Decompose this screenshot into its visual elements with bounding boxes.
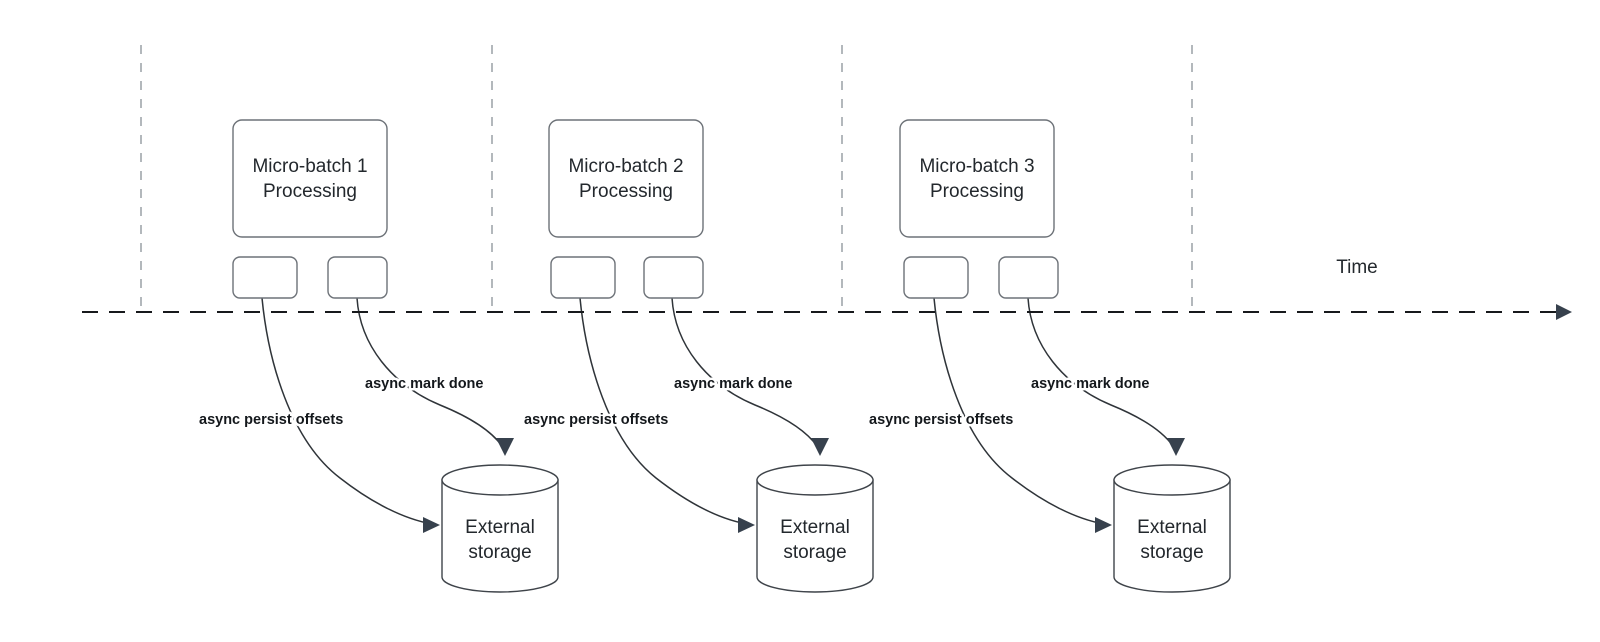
async-persist-offsets-1-curve — [261, 297, 433, 525]
time-axis-label: Time — [1336, 257, 1378, 278]
external-storage-3-body[interactable] — [1113, 479, 1231, 593]
async-persist-offsets-3-arrow-icon — [1095, 517, 1112, 533]
micro-batch-3-task-b[interactable] — [998, 256, 1059, 299]
async-mark-done-1-arrow-icon — [496, 438, 514, 456]
external-storage-2-line1: External — [780, 517, 850, 538]
edge-label-group: async persist offsets async persist offse… — [197, 374, 1152, 431]
external-storage-1-body[interactable] — [441, 479, 559, 593]
micro-batch-1-processing[interactable] — [232, 119, 388, 238]
external-storage-3-top — [1113, 464, 1231, 496]
timeline-axis-group: Time — [82, 257, 1572, 320]
external-storage-2-body[interactable] — [756, 479, 874, 593]
async-persist-offsets-2-label: async persist offsets — [524, 412, 668, 428]
async-persist-offsets-2-curve — [579, 297, 748, 525]
async-persist-offsets-1-label-halo: async persist offsets — [199, 412, 343, 428]
external-storage-1-top — [441, 464, 559, 496]
async-mark-done-1-curve — [356, 297, 503, 447]
micro-batch-2-task-a[interactable] — [550, 256, 616, 299]
async-persist-offsets-3-curve — [933, 297, 1105, 525]
micro-batch-3-processing-line1: Micro-batch 3 — [919, 156, 1034, 177]
micro-batch-3-processing[interactable] — [899, 119, 1055, 238]
async-mark-done-3-label-halo: async mark done — [1031, 376, 1149, 392]
micro-batch-1-processing-line2: Processing — [263, 181, 357, 202]
phase-separator-group — [140, 45, 1193, 315]
flow-edge-group — [261, 297, 1185, 533]
micro-batch-2-processing-line2: Processing — [579, 181, 673, 202]
micro-batch-3-processing-line2: Processing — [930, 181, 1024, 202]
async-persist-offsets-1-label: async persist offsets — [199, 412, 343, 428]
async-mark-done-2-label: async mark done — [674, 376, 792, 392]
micro-batch-1-task-a[interactable] — [232, 256, 298, 299]
micro-batch-2-processing-line1: Micro-batch 2 — [568, 156, 683, 177]
async-mark-done-1-label-halo: async mark done — [365, 376, 483, 392]
async-mark-done-2-curve — [671, 297, 818, 447]
async-persist-offsets-1-arrow-icon — [423, 517, 440, 533]
async-mark-done-2-arrow-icon — [811, 438, 829, 456]
async-mark-done-3-arrow-icon — [1167, 438, 1185, 456]
micro-batch-2-task-b[interactable] — [643, 256, 704, 299]
micro-batch-3-task-a[interactable] — [903, 256, 969, 299]
async-persist-offsets-3-label-halo: async persist offsets — [869, 412, 1013, 428]
external-storage-1-line2: storage — [468, 542, 531, 563]
timeline-arrow-icon — [1556, 304, 1572, 320]
async-persist-offsets-2-label-halo: async persist offsets — [524, 412, 668, 428]
micro-batch-2-processing[interactable] — [548, 119, 704, 238]
async-mark-done-2-label-halo: async mark done — [674, 376, 792, 392]
async-mark-done-3-label: async mark done — [1031, 376, 1149, 392]
external-storage-1-line1: External — [465, 517, 535, 538]
micro-batch-1-processing-line1: Micro-batch 1 — [252, 156, 367, 177]
async-persist-offsets-3-label: async persist offsets — [869, 412, 1013, 428]
external-storage-3-line1: External — [1137, 517, 1207, 538]
external-storage-2-line2: storage — [783, 542, 846, 563]
async-persist-offsets-2-arrow-icon — [738, 517, 755, 533]
micro-batch-1-task-b[interactable] — [327, 256, 388, 299]
external-storage-2-top — [756, 464, 874, 496]
external-storage-3-line2: storage — [1140, 542, 1203, 563]
async-mark-done-3-curve — [1027, 297, 1174, 447]
async-mark-done-1-label: async mark done — [365, 376, 483, 392]
